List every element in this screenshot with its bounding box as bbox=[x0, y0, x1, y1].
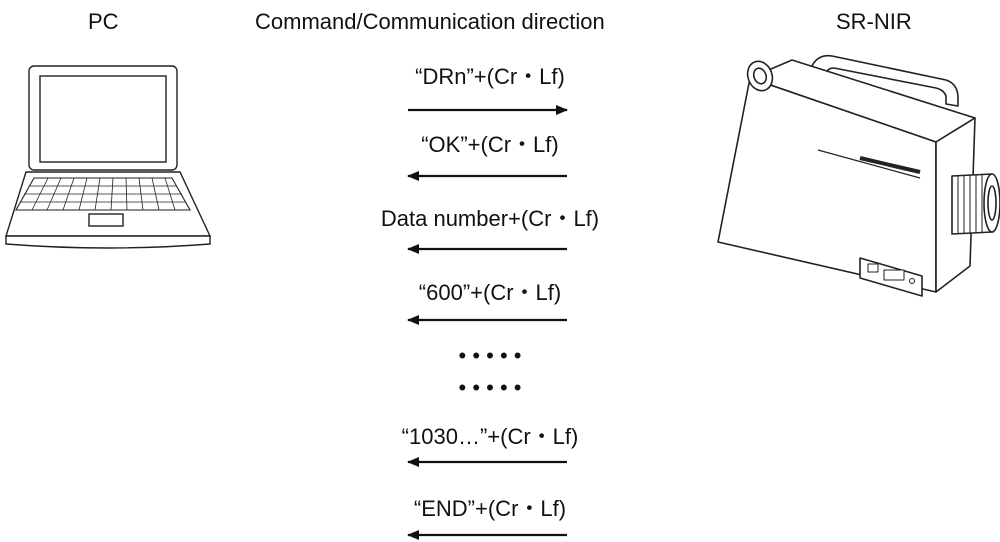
ellipsis-row-2: • • • • • bbox=[458, 375, 522, 400]
device-header: SR-NIR bbox=[836, 9, 912, 34]
message-600-label: “600”+(Cr・Lf) bbox=[418, 280, 562, 305]
message-ok-label: “OK”+(Cr・Lf) bbox=[421, 132, 559, 157]
message-end-label: “END”+(Cr・Lf) bbox=[413, 496, 567, 521]
message-drn-label: “DRn”+(Cr・Lf) bbox=[415, 64, 565, 89]
pc-header: PC bbox=[88, 9, 119, 34]
laptop-icon bbox=[5, 65, 212, 249]
ellipsis-row-1: • • • • • bbox=[458, 343, 522, 368]
message-data-number-label: Data number+(Cr・Lf) bbox=[380, 206, 600, 231]
spectroradiometer-icon bbox=[717, 54, 1000, 297]
direction-header: Command/Communication direction bbox=[255, 9, 605, 34]
message-1030-label: “1030…”+(Cr・Lf) bbox=[401, 424, 579, 449]
